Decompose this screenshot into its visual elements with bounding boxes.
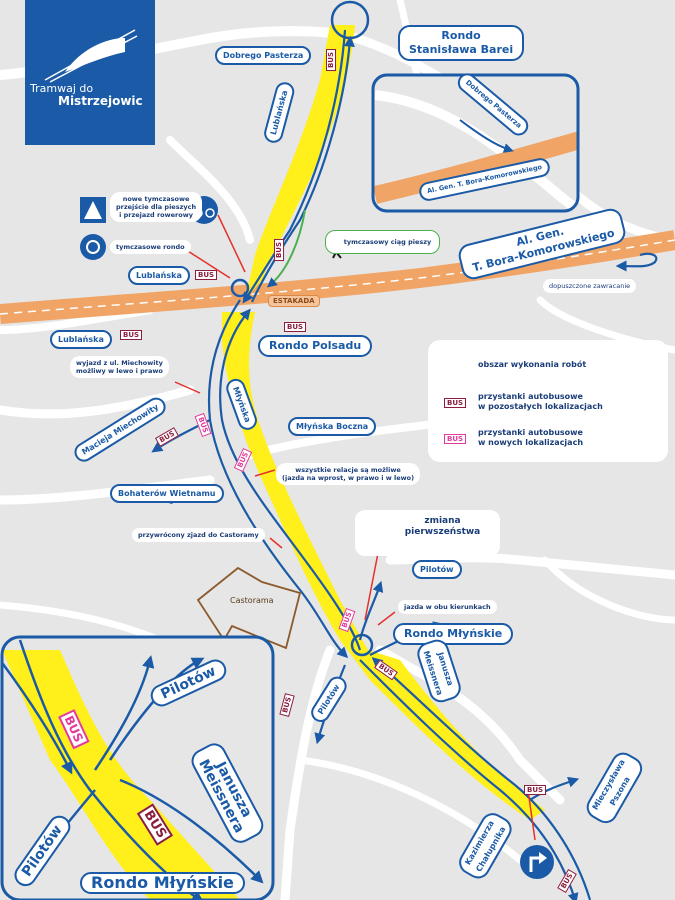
note-new-crossing: nowe tymczasowe przejście dla pieszych i… [110,192,203,222]
rondo-polsadu-label: Rondo Polsadu [258,335,373,357]
temp-walkway-line [266,209,306,288]
bus-stop-existing: BUS [524,785,547,795]
street-mlynska-boczna: Młyńska Boczna [288,417,377,436]
temporary-roundabout [230,278,250,298]
legend-bus-new-swatch: BUS [444,434,467,444]
legend-bus-existing-swatch: BUS [444,398,467,408]
turn-right-sign [520,845,554,879]
bus-stop-existing: BUS [326,48,337,72]
street-bohaterow-wietnamu: Bohaterów Wietnamu [110,484,224,503]
estakada-road [0,230,675,324]
logo-panel [25,0,155,145]
logo-line1: Tramwaj do [30,82,94,95]
roundabout-icon [80,234,106,260]
note-all-relations: wszystkie relacje są możliwe (jazda na w… [276,463,421,485]
estakada-label: ESTAKADA [268,295,320,307]
bus-stop-existing: BUS [284,322,307,332]
bus-stop-existing: BUS [274,238,285,262]
roundabouts [230,0,374,657]
note-exit-miechowity: wyjazd z ul. Miechowity możliwy w lewo i… [70,356,169,378]
note-u-turn: dopuszczone zawracanie [543,279,637,293]
note-both-directions: jazda w obu kierunkach [398,600,497,614]
inset-rondo-mlynskie-title: Rondo Młyńskie [80,872,245,894]
legend-work-label: obszar wykonania robót [478,360,587,369]
street-lublanska-left: Lublańska [50,330,112,349]
note-castorama-entry: przywrócony zjazd do Castoramy [132,528,265,542]
note-temporary-roundabout: tymczasowe rondo [110,240,191,254]
tram-logo-icon [44,29,138,83]
note-temporary-walkway: tymczasowy ciąg pieszy [325,230,440,254]
legend-bus-existing-label: przystanki autobusowe w pozostałych loka… [478,392,603,411]
bus-stop-existing: BUS [120,330,143,340]
rondo-barei-label: Rondo Stanisława Barei [398,25,525,61]
logo-text: Tramwaj do Mistrzejowic [30,82,155,108]
note-priority-change: zmiana pierwszeństwa [355,510,500,556]
pedestrian-crossing-icon [80,197,106,223]
rondo-mlynskie-roundabout [350,633,374,657]
rondo-barei-roundabout [330,0,370,40]
rondo-mlynskie-label: Rondo Młyńskie [393,623,514,645]
street-pilotow-right: Pilotów [412,560,462,579]
logo-line2: Mistrzejowic [58,94,143,108]
street-dobrego-pasterza: Dobrego Pasterza [215,46,312,65]
legend: obszar wykonania robót BUS przystanki au… [428,340,668,462]
legend-bus-new-label: przystanki autobusowe w nowych lokalizac… [478,428,584,447]
work-area [222,25,545,820]
bus-stop-existing: BUS [195,270,218,280]
castorama-label: Castorama [230,596,274,605]
street-lublanska-mid: Lublańska [128,266,190,285]
